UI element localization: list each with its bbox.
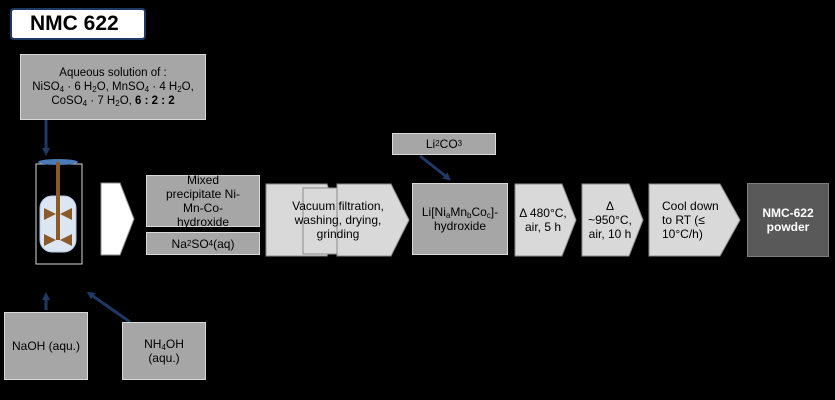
cooling-step-label: Cool down to RT (≤ 10°C/h) <box>662 199 719 241</box>
solution-line-2: NiSO4 · 6 H2O, MnSO4 · 4 H2O, <box>32 81 194 94</box>
nh4oh-box: NH4OH (aqu.) <box>122 322 206 380</box>
calcination-480-shape <box>514 183 577 257</box>
filtration-step-shape <box>265 183 410 257</box>
calcination-480-label: Δ 480°C, air, 5 h <box>519 206 567 234</box>
nh4oh-to-reactor-arrow <box>86 291 131 324</box>
solution-line-3: CoSO4 · 7 H2O, 6 : 2 : 2 <box>51 95 175 108</box>
li2co3-to-hydroxide-arrow <box>419 154 452 181</box>
lithium-hydroxide-box: Li[NiaMnbCoc]- hydroxide <box>412 183 508 255</box>
mixed-precipitate-box: Mixed precipitate Ni-Mn-Co-hydroxide <box>146 173 260 229</box>
stoichiometric-ratio: 6 : 2 : 2 <box>135 95 175 107</box>
reactor-icon <box>35 159 83 265</box>
reactor-output-chevron <box>100 182 135 256</box>
product-box: NMC-622 powder <box>747 183 829 257</box>
calcination-950-shape <box>581 183 644 257</box>
aqueous-solution-box: Aqueous solution of : NiSO4 · 6 H2O, MnS… <box>20 54 206 120</box>
page-title: NMC 622 <box>10 8 146 40</box>
solution-heading: Aqueous solution of : <box>59 67 167 79</box>
calcination-950-label: Δ ~950°C, air, 10 h <box>588 199 632 241</box>
filtration-step-label: Vacuum filtration, washing, drying, grin… <box>292 199 384 241</box>
cooling-step-shape <box>648 183 741 257</box>
naoh-box: NaOH (aqu.) <box>4 312 88 380</box>
